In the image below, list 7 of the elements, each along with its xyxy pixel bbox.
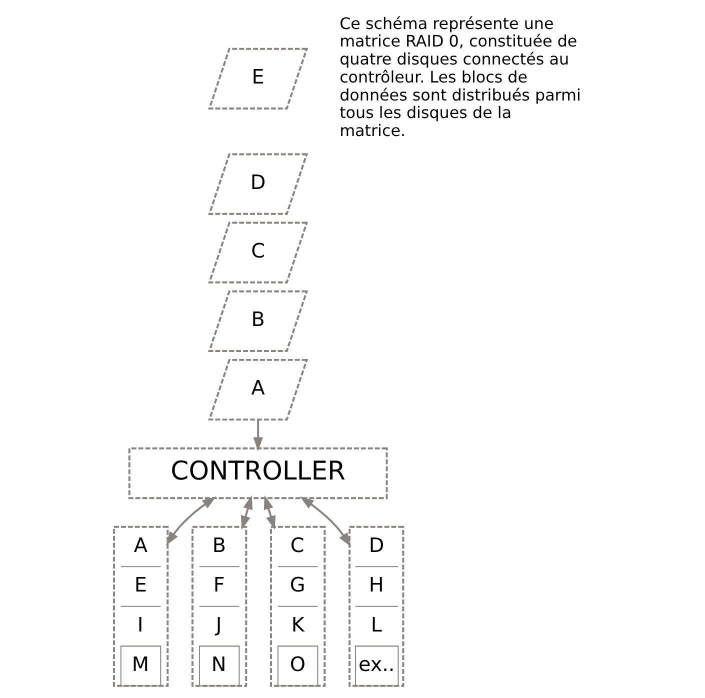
arrow bbox=[252, 420, 262, 452]
node-box: CONTROLLER bbox=[128, 447, 388, 500]
arrow bbox=[166, 496, 216, 546]
arrow bbox=[263, 495, 276, 530]
arrow bbox=[299, 496, 351, 547]
label: Ce schéma représente une matrice RAID 0, constituée de quatre disques connectés au contrôleur. Les blocs de données sont distribués parmi tous les disques de la matrice. bbox=[339, 14, 580, 140]
arrow bbox=[240, 495, 252, 530]
